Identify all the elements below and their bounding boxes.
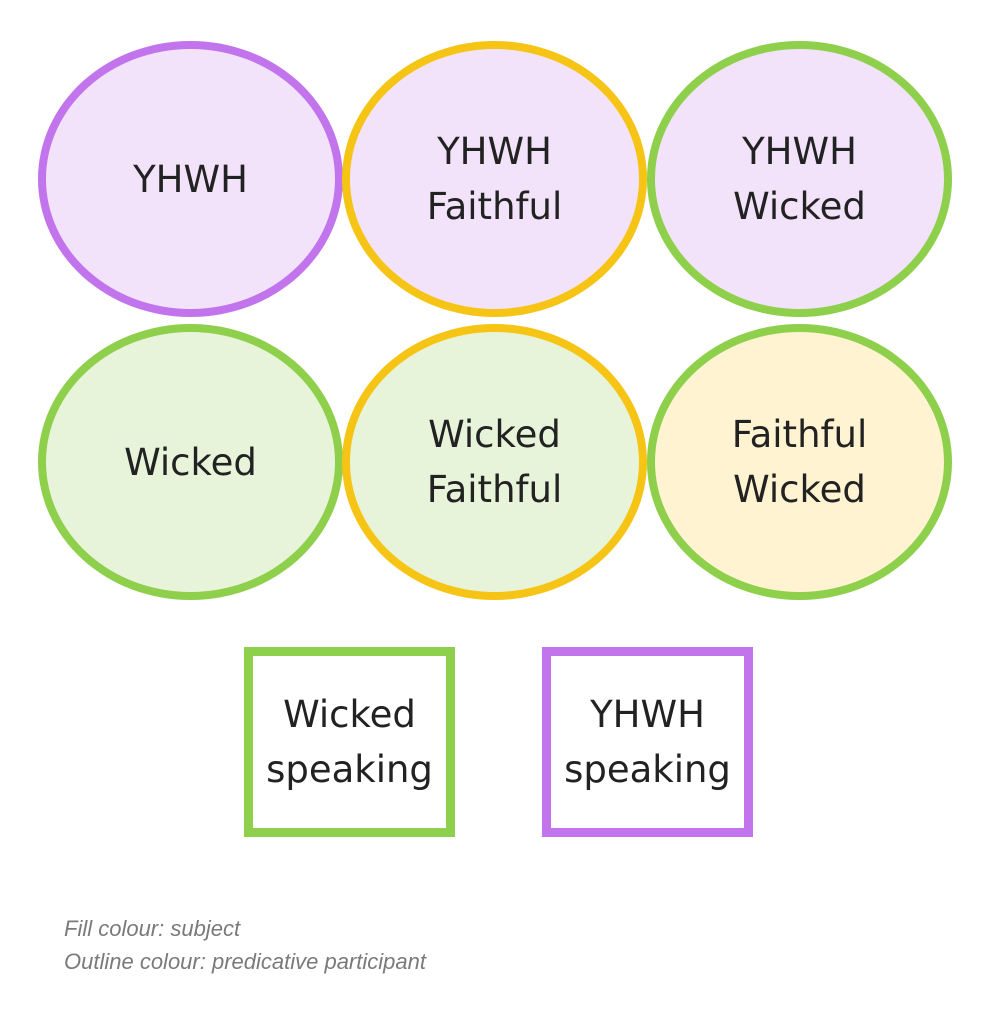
node-label-line: YHWH [437,130,552,173]
node-wicked: Wicked [38,324,343,600]
node-label-line: Wicked [428,413,561,456]
node-label-line: YHWH [742,130,857,173]
node-faithful-wicked: Faithful Wicked [647,324,952,600]
node-label-line: Wicked [733,468,866,511]
node-label-line: Wicked [733,185,866,228]
node-label-line: Wicked [124,440,257,484]
box-yhwh-speaking: YHWH speaking [542,647,753,837]
box-label-line: speaking [564,748,731,791]
node-yhwh: YHWH [38,41,343,317]
box-label-line: speaking [266,748,433,791]
node-label-line: YHWH [133,157,248,201]
legend-fill-text: Fill colour: subject [64,916,241,941]
node-label-line: Faithful [731,413,868,456]
box-label-line: YHWH [590,693,705,736]
legend-outline-text: Outline colour: predicative participant [64,949,426,974]
node-label-line: Faithful [426,185,563,228]
box-label-line: Wicked [283,693,416,736]
box-wicked-speaking: Wicked speaking [244,647,455,837]
node-yhwh-wicked: YHWH Wicked [647,41,952,317]
legend: Fill colour: subject Outline colour: pre… [64,912,426,978]
node-yhwh-faithful: YHWH Faithful [342,41,647,317]
node-wicked-faithful: Wicked Faithful [342,324,647,600]
node-label-line: Faithful [426,468,563,511]
